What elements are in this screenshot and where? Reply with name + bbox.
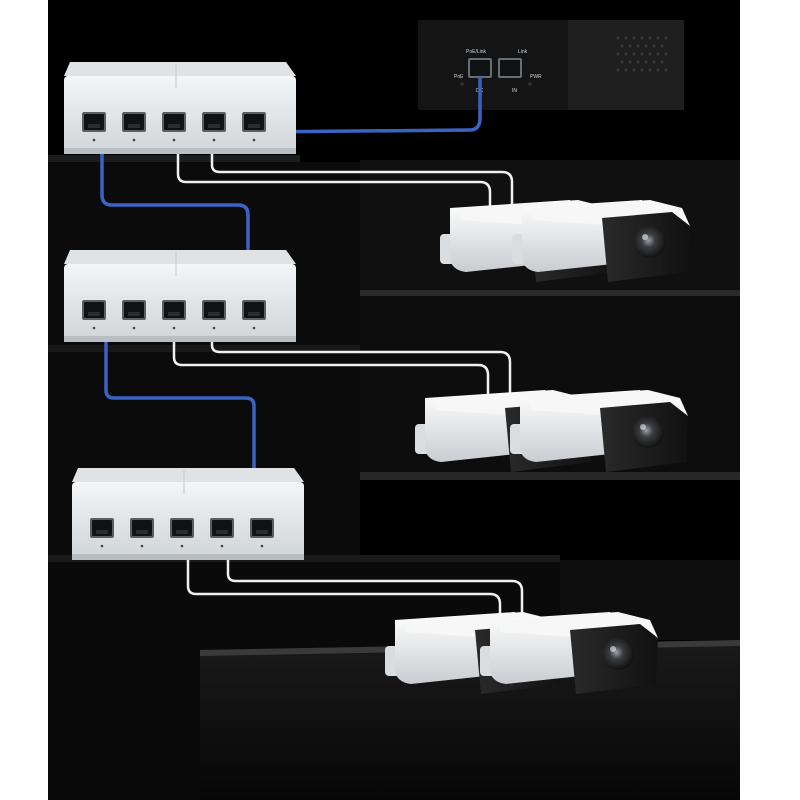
camera-cable-2b xyxy=(210,323,512,397)
camera-group-1 xyxy=(440,200,690,282)
uplink-cable-2-3 xyxy=(104,323,256,532)
vent-grille xyxy=(616,36,668,72)
uplink-cable-injector xyxy=(250,76,482,134)
camera-cable-1a xyxy=(176,138,492,212)
camera-cable-2a xyxy=(172,323,490,402)
injector-port-link xyxy=(498,58,522,78)
poe-switch-3 xyxy=(72,468,304,560)
camera-cable-1b xyxy=(210,138,514,212)
label-pwr: PWR xyxy=(530,74,542,80)
uplink-cable-1-2 xyxy=(100,138,250,318)
cables xyxy=(100,76,524,626)
injector-port-poe xyxy=(468,58,492,78)
camera-group-2 xyxy=(415,390,688,472)
camera-group-3 xyxy=(385,612,658,694)
label-poe: PoE xyxy=(454,74,464,80)
label-in: IN xyxy=(512,88,517,94)
label-link: Link xyxy=(518,49,528,55)
poe-switch-2 xyxy=(64,250,296,342)
camera-cable-3b xyxy=(226,543,524,622)
poe-switch-1 xyxy=(64,62,296,154)
label-poe-link: PoE/Link xyxy=(466,49,487,55)
poe-injector: PoE/Link Link PoE PWR DC IN xyxy=(418,20,684,110)
camera-cable-3a xyxy=(186,543,502,626)
